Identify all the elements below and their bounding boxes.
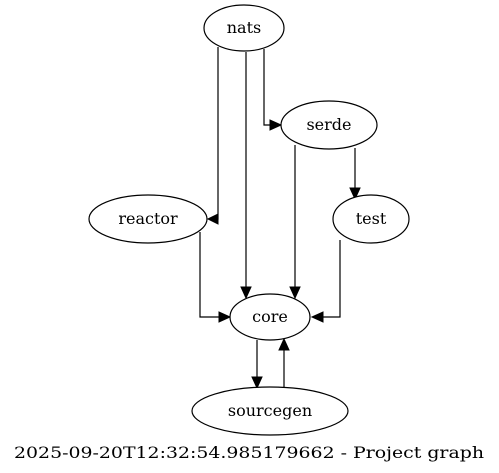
node-nats[interactable]: nats (203, 4, 285, 52)
node-sourcegen-label: sourcegen (228, 401, 312, 420)
node-nats-shape (203, 4, 285, 52)
node-core[interactable]: core (229, 293, 311, 341)
node-reactor[interactable]: reactor (88, 194, 208, 244)
node-test-label: test (356, 209, 387, 228)
edge-nats-core (240, 52, 252, 300)
node-nats-label: nats (227, 18, 261, 37)
edge-nats-reactor (206, 47, 219, 225)
node-serde-shape (280, 100, 378, 150)
edge-test-core (310, 240, 341, 323)
edge-serde-core (289, 145, 301, 300)
node-core-label: core (252, 307, 288, 326)
node-sourcegen-shape (191, 386, 349, 436)
node-test-shape (332, 194, 410, 244)
edge-nats-serde (263, 49, 283, 131)
node-test[interactable]: test (332, 194, 410, 244)
graph-caption: 2025-09-20T12:32:54.985179662 - Project … (14, 443, 484, 462)
node-reactor-label: reactor (118, 209, 178, 228)
node-sourcegen[interactable]: sourcegen (191, 386, 349, 436)
node-reactor-shape (88, 194, 208, 244)
node-serde[interactable]: serde (280, 100, 378, 150)
nodes: nats serde reactor test core sourcegen (88, 4, 410, 436)
edge-sourcegen-core (278, 337, 290, 389)
node-serde-label: serde (306, 115, 351, 134)
edge-reactor-core (199, 232, 232, 323)
edges (199, 47, 361, 390)
edge-core-sourcegen (251, 340, 263, 390)
edge-serde-test (349, 148, 361, 201)
node-core-shape (229, 293, 311, 341)
